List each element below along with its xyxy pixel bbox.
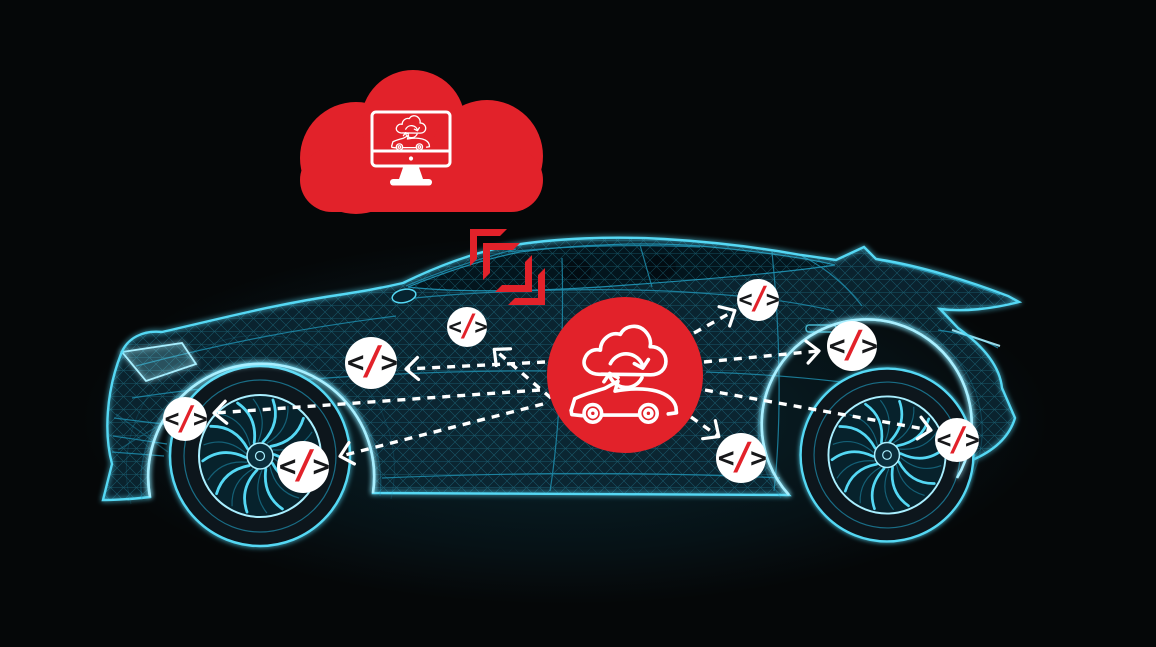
rear-wheel-arch — [760, 318, 973, 496]
update-arrow — [703, 339, 821, 365]
car-taillight — [951, 329, 1001, 347]
update-arrow-layer — [212, 305, 933, 466]
cloud-icon — [300, 70, 543, 214]
monitor-camera-dot — [408, 156, 414, 161]
monitor-icon — [370, 110, 452, 186]
update-arrow — [338, 402, 544, 466]
data-transfer-brackets-icon — [470, 229, 545, 305]
front-wheel-arch — [146, 362, 376, 498]
car-headlight — [120, 342, 198, 383]
monitor-stand — [399, 166, 423, 179]
update-arrow — [212, 388, 541, 425]
update-arrow — [690, 415, 721, 441]
front-wheel — [170, 366, 350, 546]
update-arrow — [693, 305, 737, 335]
rear-wheel — [801, 369, 974, 542]
monitor-base — [390, 179, 432, 186]
update-arrow — [492, 347, 553, 400]
car-side-mirror — [391, 288, 417, 304]
